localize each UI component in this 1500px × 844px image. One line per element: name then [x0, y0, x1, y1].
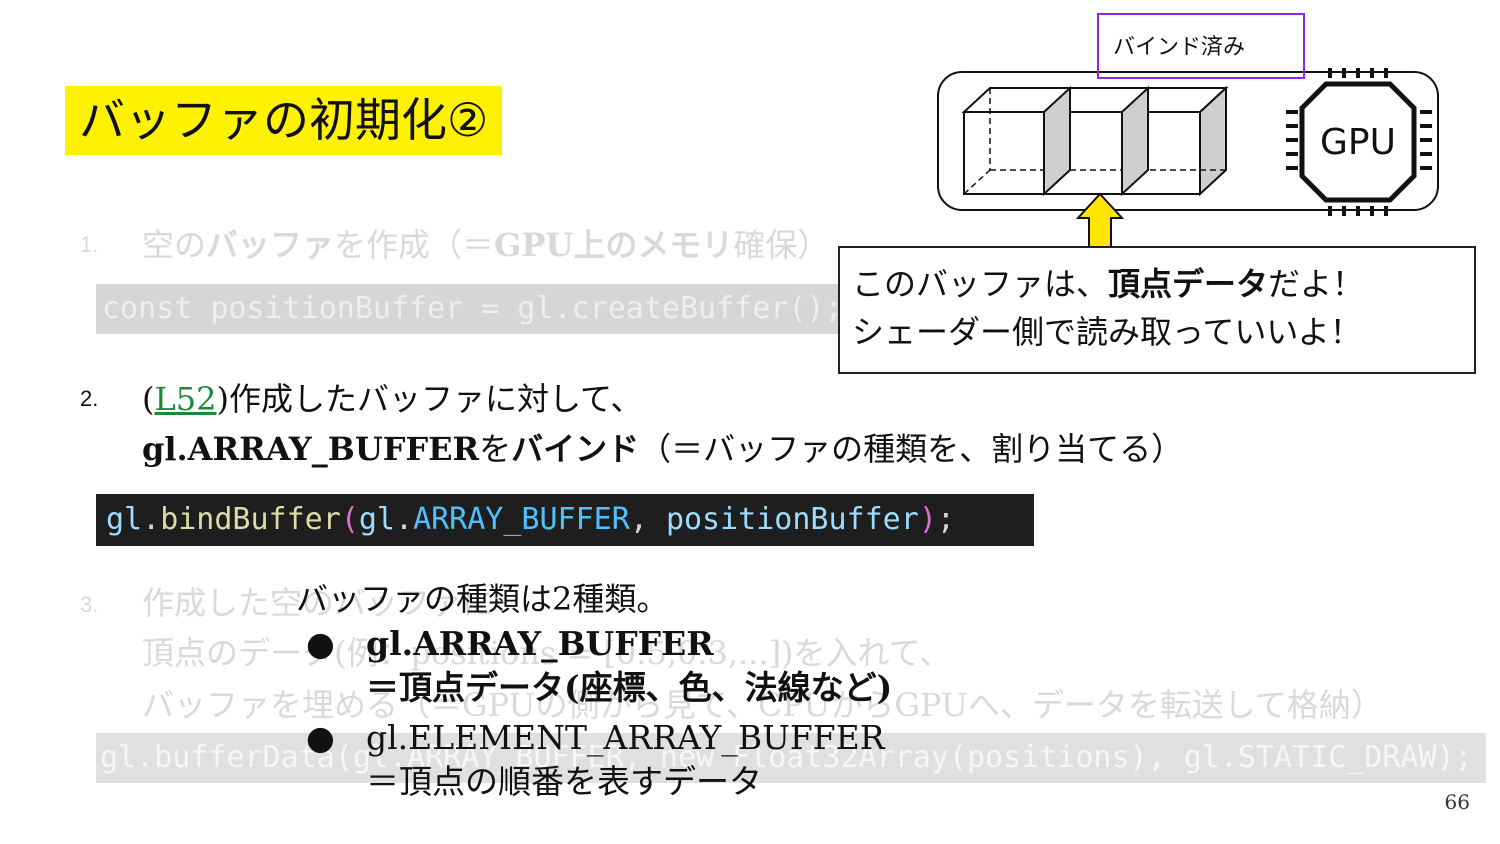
paren: ( [142, 380, 155, 418]
code-token: ; [936, 502, 955, 537]
buffer-gpu-diagram: GPU [937, 68, 1439, 257]
step-3-number: 3. [80, 592, 99, 617]
step-1-text: 空のバッファを作成（＝GPU上のメモリ確保） [142, 220, 829, 266]
code-buffer-data: gl.bufferData(gl.ARRAY_BUFFER, new Float… [96, 733, 1486, 783]
step-2-text: （＝バッファの種類を、割り当てる） [639, 430, 1184, 468]
list-item: ● gl.ARRAY_BUFFER [306, 622, 892, 666]
bullet-icon: ● [306, 718, 335, 757]
code-token: , [629, 502, 666, 537]
buffer-type-desc: ＝頂点の順番を表すデータ [366, 762, 762, 801]
code-token: gl [106, 502, 143, 537]
code-token: ( [340, 502, 359, 537]
code-token: ARRAY_BUFFER [413, 502, 630, 537]
step-3-line-3: バッファを埋める（＝GPUの側から見て、CPUからGPUへ、データを転送して格納… [142, 686, 1383, 724]
buffer-types-heading: バッファの種類は2種類。 [296, 580, 669, 618]
gpu-label: GPU [1320, 122, 1396, 163]
slide-title: バッファの初期化② [65, 86, 503, 155]
code-token: . [142, 502, 161, 537]
step-2-text: を [479, 430, 512, 468]
buffer-types-list: ● gl.ARRAY_BUFFER ＝頂点データ(座標、色、法線など) ● gl… [306, 622, 892, 804]
page-number: 66 [1444, 790, 1470, 814]
bullet-icon: ● [306, 624, 335, 663]
buffer-type-desc: ＝頂点データ(座標、色、法線など) [366, 668, 893, 707]
step-1-part: 確保） [733, 226, 830, 264]
source-link-l52[interactable]: L52 [154, 380, 217, 418]
callout-text: だよ！ [1268, 265, 1365, 303]
code-bind-buffer: gl.bindBuffer(gl.ARRAY_BUFFER, positionB… [96, 494, 1034, 546]
step-2-line-2: gl.ARRAY_BUFFERをバインド（＝バッファの種類を、割り当てる） [142, 424, 1183, 470]
code-token: positionBuffer [665, 502, 919, 537]
bind-term: バインド [511, 430, 640, 468]
callout-line-1: このバッファは、頂点データだよ！ [852, 260, 1462, 308]
buffer-front-face [963, 111, 1201, 195]
step-1-number: 1. [80, 232, 99, 257]
callout-text: このバッファは、 [852, 265, 1109, 303]
code-token: bindBuffer [160, 502, 341, 537]
callout-line-2: シェーダー側で読み取っていいよ！ [852, 313, 1362, 351]
code-token: . [395, 502, 414, 537]
buffer-type-name: gl.ELEMENT_ARRAY_BUFFER [366, 718, 885, 757]
buffer-divider [1043, 85, 1071, 197]
step-1-part: 空の [142, 226, 207, 264]
step-1-bold: GPU上のメモリ [494, 226, 734, 264]
array-buffer-term: gl.ARRAY_BUFFER [142, 430, 480, 468]
code-token: ) [918, 502, 937, 537]
buffer-type-name: gl.ARRAY_BUFFER [366, 624, 714, 663]
step-1-part: を作成（＝ [334, 226, 495, 264]
step-3-line-1: 作成した空のバッファに [142, 584, 495, 622]
step-1-bold: バッファ [206, 226, 335, 264]
step-3-line-2: 頂点のデータ(例：positions = [0.5,0.3,...])を入れて、 [142, 634, 951, 672]
step-2-number: 2. [80, 386, 99, 411]
bound-label: バインド済み [1097, 13, 1305, 79]
list-item: ● gl.ELEMENT_ARRAY_BUFFER [306, 716, 892, 760]
hidden-edge [963, 169, 991, 195]
code-token: gl [358, 502, 395, 537]
buffer-divider [1121, 85, 1149, 197]
step-2-text: )作成したバッファに対して、 [216, 380, 643, 418]
callout-bold: 頂点データ [1108, 265, 1269, 303]
step-2-line-1: (L52)作成したバッファに対して、 [142, 374, 642, 420]
callout-box: このバッファは、頂点データだよ！ シェーダー側で読み取っていいよ！ [838, 246, 1476, 374]
gpu-chip-icon: GPU [1286, 68, 1432, 216]
buffer-top-face [961, 87, 1229, 113]
